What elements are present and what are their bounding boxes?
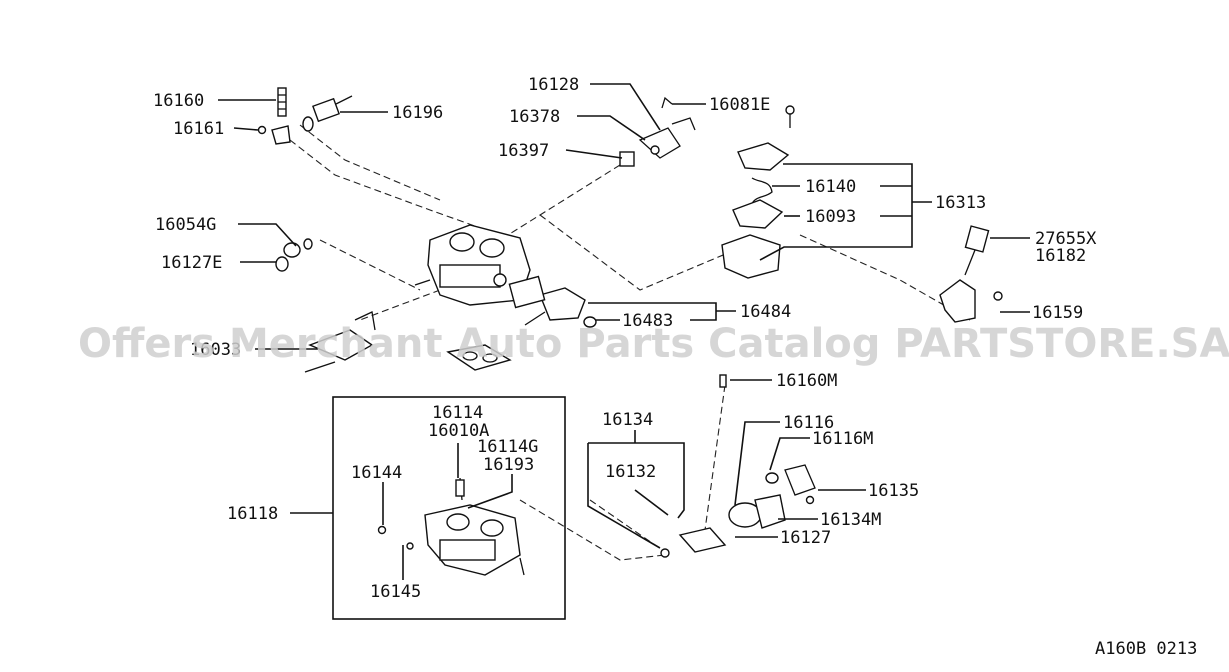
label-16145: 16145 [370, 582, 421, 602]
assembly-dashed-lines [289, 124, 971, 561]
label-16161: 16161 [173, 119, 224, 139]
label-16484: 16484 [740, 302, 791, 322]
label-16114G: 16114G [477, 437, 538, 457]
label-16118: 16118 [227, 504, 278, 524]
label-16144: 16144 [351, 463, 402, 483]
link-lever-group [619, 96, 696, 167]
label-16132: 16132 [605, 462, 656, 482]
label-16397: 16397 [498, 141, 549, 161]
label-16378: 16378 [509, 107, 560, 127]
adjusting-screw-16054G [275, 238, 313, 272]
label-16159: 16159 [1032, 303, 1083, 323]
dashpot-bracket [939, 225, 1003, 323]
watermark-text: Offers Merchant Auto Parts Catalog PARTS… [78, 321, 1229, 367]
label-16193: 16193 [483, 455, 534, 475]
label-27655X: 27655X [1035, 229, 1097, 249]
label-16483: 16483 [622, 311, 673, 331]
label-16116M: 16116M [812, 429, 873, 449]
main-carburetor-body [414, 224, 531, 306]
throttle-bracket-16033 [304, 311, 376, 373]
inset-box-16118 [332, 396, 566, 620]
label-16160M: 16160M [776, 371, 837, 391]
part-labels: 16160 16161 16196 16128 16378 16397 1608… [153, 75, 1097, 602]
leader-lines [218, 83, 1030, 580]
label-16033: 16033 [190, 340, 241, 360]
label-16128: 16128 [528, 75, 579, 95]
label-16114: 16114 [432, 403, 483, 423]
label-16127E: 16127E [161, 253, 222, 273]
label-16093: 16093 [805, 207, 856, 227]
accelerator-pump-group [660, 374, 816, 558]
figure-code: A160B 0213 [1095, 639, 1197, 659]
gasket-plate [446, 344, 512, 371]
label-16140: 16140 [805, 177, 856, 197]
label-16182: 16182 [1035, 246, 1086, 266]
choke-chamber-assembly [721, 105, 795, 279]
label-16081E: 16081E [709, 95, 770, 115]
throttle-body-16118 [377, 477, 525, 576]
label-16134: 16134 [602, 410, 653, 430]
label-16135: 16135 [868, 481, 919, 501]
label-16160: 16160 [153, 91, 204, 111]
fuel-cut-solenoid [508, 275, 597, 328]
label-16127: 16127 [780, 528, 831, 548]
label-16054G: 16054G [155, 215, 216, 235]
label-16010A: 16010A [428, 421, 489, 441]
label-16196: 16196 [392, 103, 443, 123]
screw-16160 [257, 87, 291, 145]
label-16134M: 16134M [820, 510, 881, 530]
label-16313: 16313 [935, 193, 986, 213]
idle-solenoid-16196 [302, 95, 353, 132]
label-16116: 16116 [783, 413, 834, 433]
